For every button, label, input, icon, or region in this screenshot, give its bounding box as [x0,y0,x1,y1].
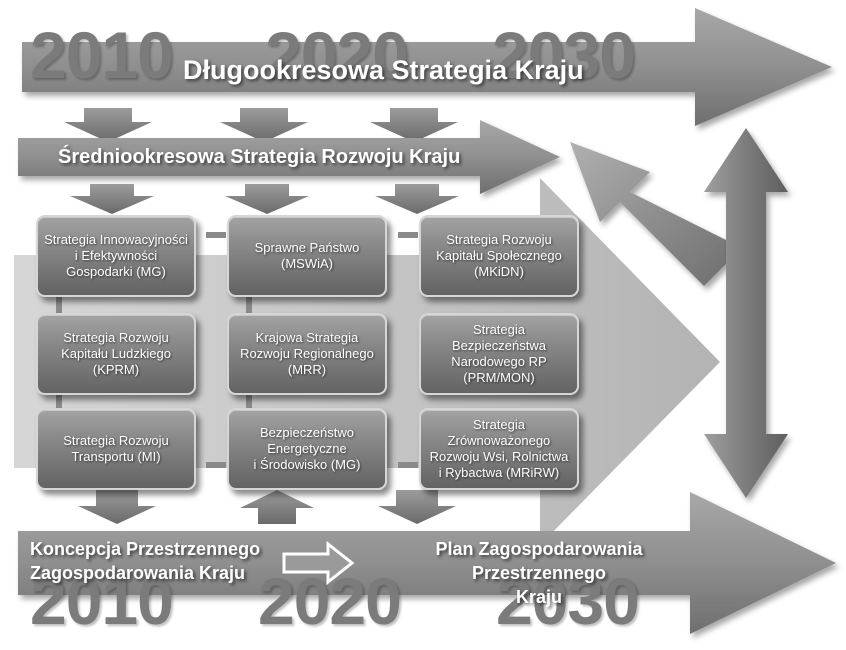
top-band-arrow [22,8,832,126]
transition-arrow [282,540,355,586]
down-arrow-mid-1 [70,184,154,214]
mid-band-arrow [18,120,560,194]
down-arrow-top-1 [64,108,152,142]
strategy-label: Strategia Innowacyjności i Efektywności … [44,232,188,279]
strategy-box-innovation: Strategia Innowacyjności i Efektywności … [36,215,196,297]
down-arrow-mid-3 [375,184,459,214]
strategy-box-transport: Strategia Rozwoju Transportu (MI) [36,408,196,490]
strategy-label: Strategia Zrównoważonego Rozwoju Wsi, Ro… [429,417,569,480]
down-arrow-bottom-3 [378,490,456,524]
up-arrow-bottom-2 [240,490,314,524]
down-arrow-bottom-1 [78,490,156,524]
strategy-label: Strategia Rozwoju Transportu (MI) [63,433,169,464]
strategy-box-regional-development: Krajowa Strategia Rozwoju Regionalnego (… [227,313,387,395]
down-arrow-mid-2 [225,184,309,214]
down-arrow-top-2 [220,108,308,142]
strategy-box-efficient-state: Sprawne Państwo (MSWiA) [227,215,387,297]
box-connectors [56,232,418,468]
year-bottom-2020: 2020 [258,564,402,638]
strategy-label: Krajowa Strategia Rozwoju Regionalnego (… [240,330,374,377]
diagonal-arrow [570,142,742,286]
strategy-box-energy-environment: Bezpieczeństwo Energetyczne i Środowisko… [227,408,387,490]
strategy-box-social-capital: Strategia Rozwoju Kapitału Społecznego (… [419,215,579,297]
bottom-band-arrow [18,492,836,634]
year-bottom-2010: 2010 [30,564,174,638]
year-bottom-2030: 2030 [496,564,640,638]
strategy-label: Bezpieczeństwo Energetyczne i Środowisko… [253,425,361,472]
year-top-2020: 2020 [265,18,409,92]
top-band-title: Długookresowa Strategia Kraju [183,55,584,85]
bottom-left-title: Koncepcja Przestrzennego Zagospodarowani… [30,539,261,583]
strategy-box-national-security: Strategia Bezpieczeństwa Narodowego RP (… [419,313,579,395]
down-arrow-top-3 [370,108,458,142]
strategy-label: Strategia Rozwoju Kapitału Ludzkiego (KP… [61,330,171,377]
vertical-double-arrow [704,128,788,498]
strategy-box-human-capital: Strategia Rozwoju Kapitału Ludzkiego (KP… [36,313,196,395]
mid-band-title: Średniookresowa Strategia Rozwoju Kraju [58,146,461,168]
strategy-box-rural-development: Strategia Zrównoważonego Rozwoju Wsi, Ro… [419,408,579,490]
strategy-label: Strategia Bezpieczeństwa Narodowego RP (… [451,322,547,385]
bottom-right-title: Plan Zagospodarowania Przestrzennego Kra… [435,539,643,607]
year-top-2030: 2030 [492,18,636,92]
strategy-label: Strategia Rozwoju Kapitału Społecznego (… [436,232,562,279]
year-top-2010: 2010 [30,18,174,92]
strategy-label: Sprawne Państwo (MSWiA) [254,240,360,271]
